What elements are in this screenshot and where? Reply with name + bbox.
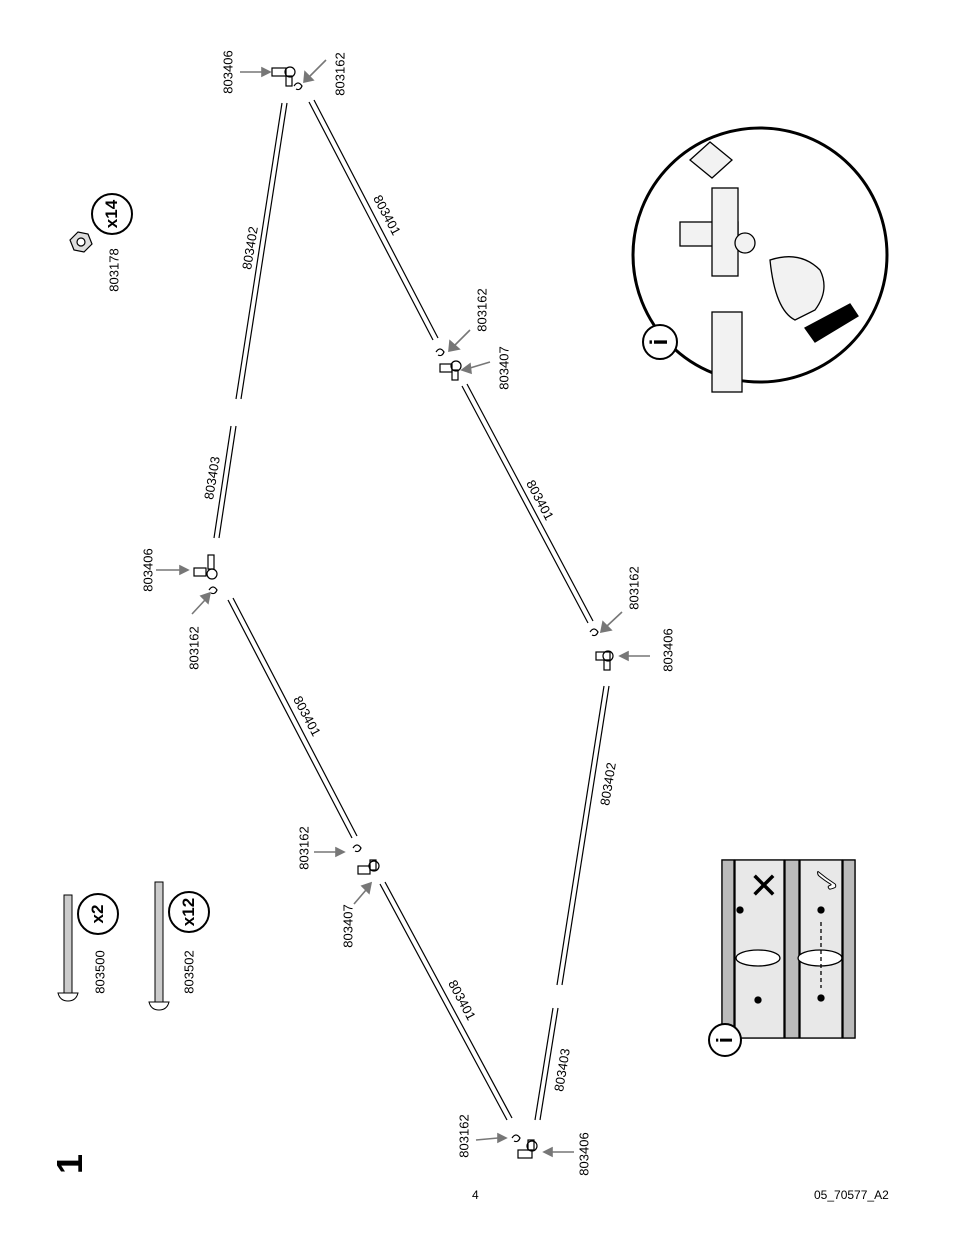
pole-803401-bottom [379, 881, 513, 1121]
label-803162-mid-lower: 803162 [296, 826, 312, 870]
label-803406-bottom: 803406 [576, 1132, 592, 1176]
label-803162-left: 803162 [186, 626, 202, 670]
document-code: 05_70577_A2 [814, 1188, 889, 1202]
nut-drawing [69, 231, 93, 253]
pole-803402-right [556, 685, 610, 986]
nut-part-number: 803178 [106, 248, 122, 292]
label-803162-top: 803162 [332, 52, 348, 96]
bolt-803502-qty: x12 [179, 897, 198, 927]
nut-qty: x14 [102, 199, 121, 229]
connector-right [589, 628, 614, 671]
label-803406-left: 803406 [140, 548, 156, 592]
label-803162-mid-upper: 803162 [474, 288, 490, 332]
bolt-803502-drawing [148, 881, 170, 1011]
label-803407-mid-lower: 803407 [340, 904, 356, 948]
label-803162-bottom: 803162 [456, 1114, 472, 1158]
connector-mid-upper [435, 348, 462, 381]
connector-left [193, 554, 218, 595]
pole-803403-bottom [534, 1007, 559, 1121]
label-803406-right: 803406 [660, 628, 676, 672]
connector-top [271, 66, 303, 91]
label-803407-mid-upper: 803407 [496, 346, 512, 390]
pole-803401-right [461, 383, 594, 624]
bolt-803500-part-number: 803500 [92, 950, 108, 994]
qty-circle-nut [91, 193, 133, 235]
info-inset-rect [708, 859, 856, 1057]
right-mark-icon: ✓ [809, 865, 848, 895]
wrong-mark-icon: ✕ [744, 869, 785, 901]
pole-803401-left [227, 597, 358, 839]
info-inset-round [631, 126, 889, 393]
label-803406-top: 803406 [220, 50, 236, 94]
connector-mid-lower [352, 844, 380, 875]
bolt-803500-drawing [57, 894, 79, 1002]
connector-bottom [511, 1134, 538, 1159]
pole-803402-top [235, 102, 288, 400]
label-803162-right: 803162 [626, 566, 642, 610]
page-number: 4 [472, 1188, 479, 1202]
qty-circle-bolt-803502 [168, 891, 210, 933]
bolt-803500-qty: x2 [88, 904, 107, 924]
info-icon-rect: i [712, 1036, 737, 1044]
pole-803401-top [308, 99, 439, 341]
bolt-803502-part-number: 803502 [181, 950, 197, 994]
info-icon-round: i [646, 338, 673, 346]
step-number: 1 [49, 1153, 90, 1175]
pole-803403-left [213, 425, 237, 539]
qty-circle-bolt-803500 [77, 893, 119, 935]
